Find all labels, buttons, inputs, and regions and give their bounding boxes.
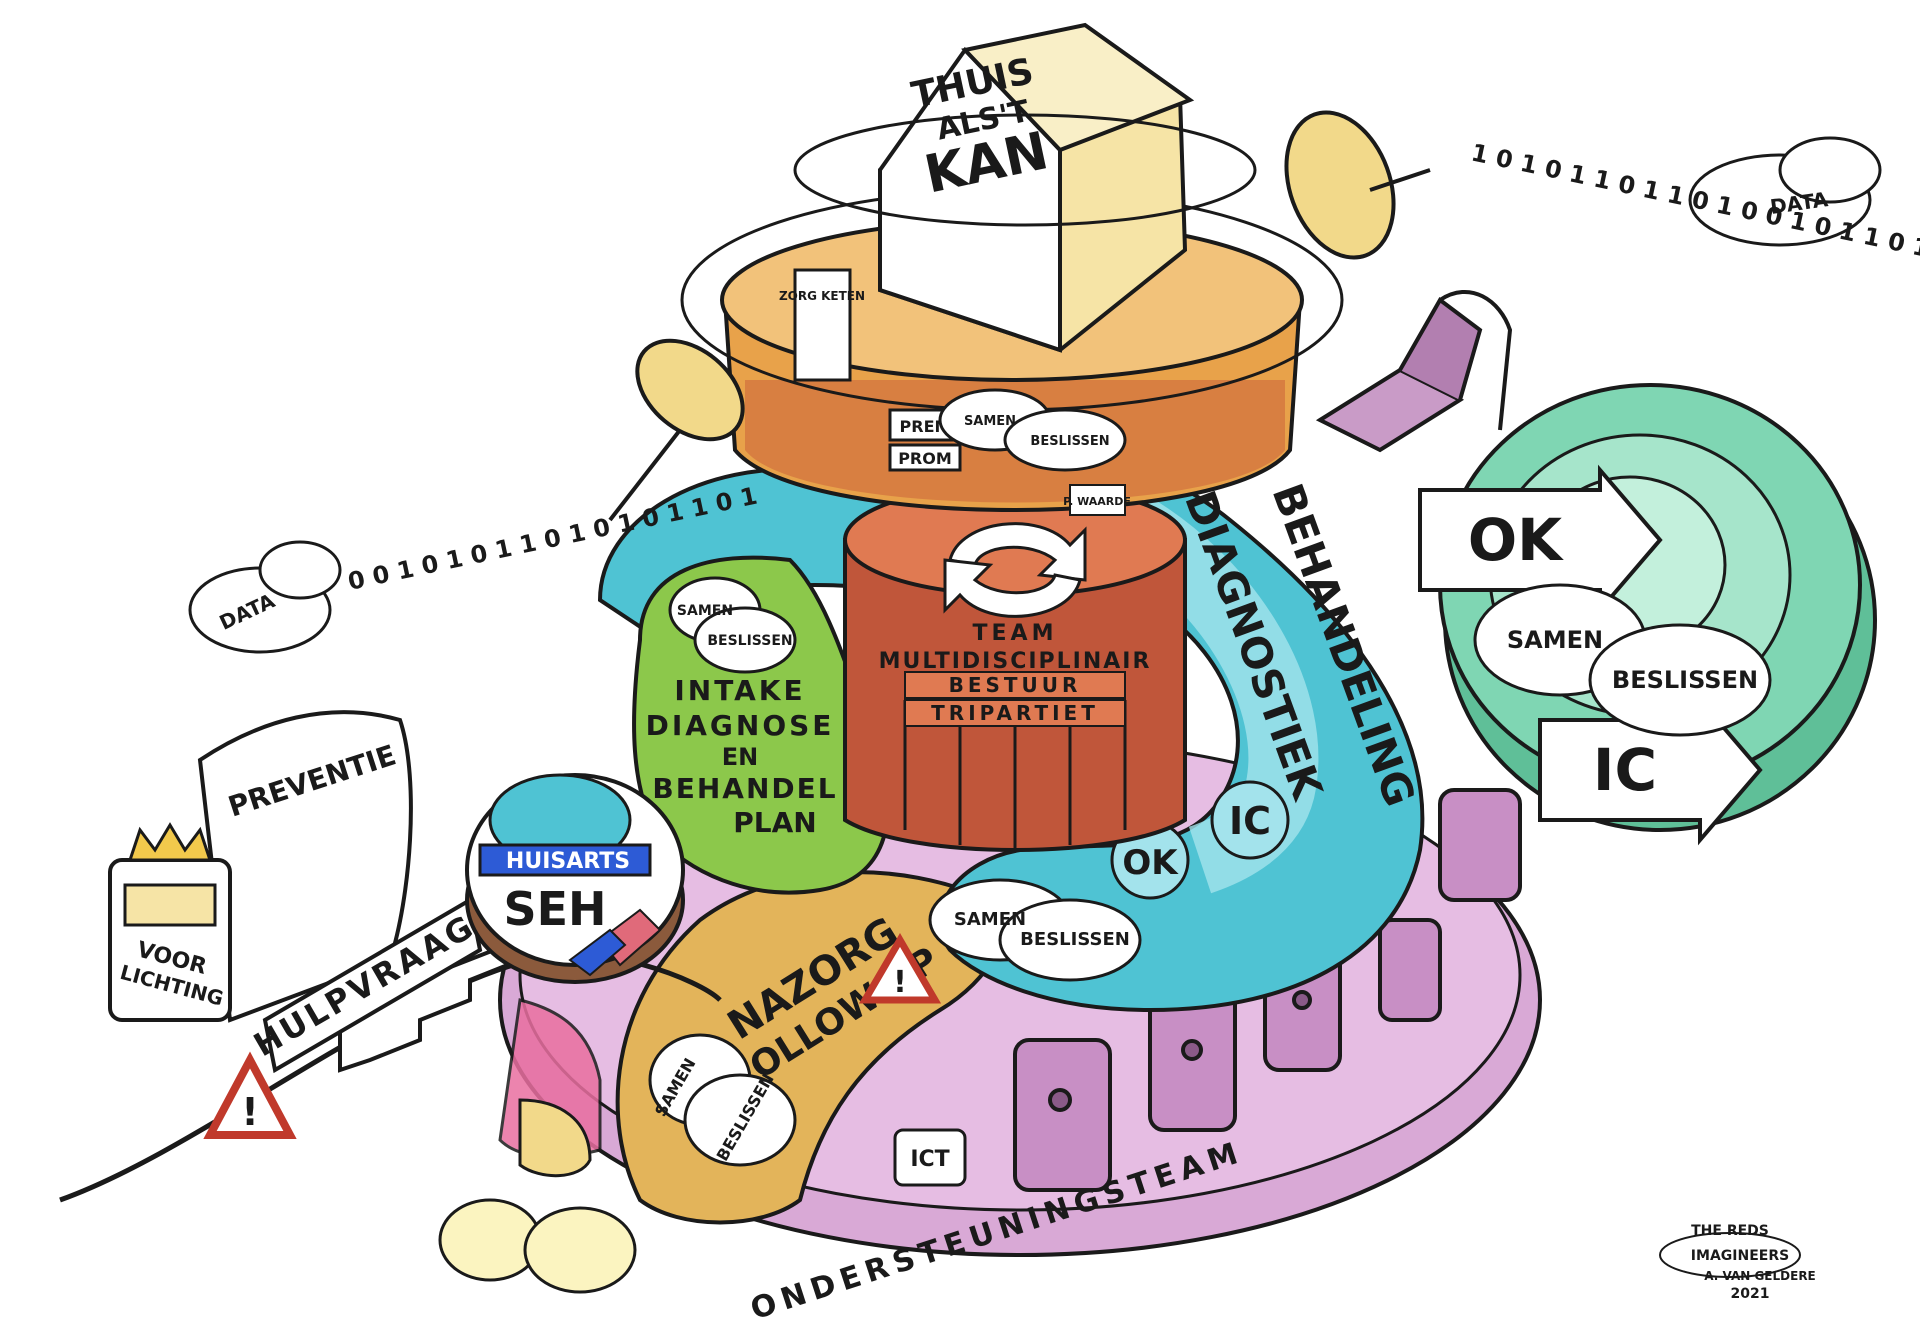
tower-bestuur-label: BESTUUR [949, 673, 1082, 697]
bestuur-band: BESTUUR TRIPARTIET [904, 671, 1126, 727]
huisarts-label: HUISARTS [506, 849, 630, 874]
ict-label: ICT [910, 1147, 949, 1172]
right-beslissen: BESLISSEN [1612, 666, 1758, 694]
teal-ok-label: OK [1122, 843, 1179, 883]
tower-tripartiet-label: TRIPARTIET [931, 701, 1099, 725]
teal-ic-badge: IC [1210, 780, 1290, 860]
top-samen: SAMEN [964, 414, 1016, 429]
intake-line4: BEHANDEL [652, 772, 837, 805]
warning-center-mark: ! [893, 965, 907, 1000]
right-samen: SAMEN [1507, 626, 1603, 654]
nazorg-samen-beslissen: SAMEN BESLISSEN [648, 1033, 797, 1167]
signature-line2: IMAGINEERS [1691, 1248, 1789, 1264]
satellite-dish-right [1284, 110, 1431, 260]
teal-samen: SAMEN [954, 909, 1026, 930]
top-samen-beslissen: SAMEN BESLISSEN [938, 388, 1127, 472]
voorlichting-machine: VOOR LICHTING [108, 822, 232, 1022]
teal-beslissen: BESLISSEN [1020, 929, 1130, 950]
zorgketen-panel: ZORG KETEN [779, 268, 865, 382]
intake-samen: SAMEN [677, 603, 733, 619]
ic-arrow-label: IC [1593, 736, 1657, 804]
data-cloud-left: DATA [188, 540, 342, 654]
tower-team: TEAM [973, 621, 1058, 646]
intake-line1: INTAKE [674, 674, 805, 707]
ambulance-beam [438, 998, 637, 1294]
house [793, 22, 1257, 353]
signature: THE REDS IMAGINEERS A. VAN GELDERE 2021 [1659, 1223, 1816, 1302]
warning-sign-left: ! [203, 1051, 297, 1139]
intake-line5: PLAN [733, 806, 816, 839]
data-cloud-right: DATA [1688, 136, 1882, 247]
tower-multidisciplinair: MULTIDISCIPLINAIR [879, 649, 1152, 674]
intake-samen-beslissen: SAMEN BESLISSEN [668, 576, 797, 674]
intake-line2: DIAGNOSE [646, 709, 835, 742]
warning-left-mark: ! [241, 1090, 258, 1134]
signature-line3: A. VAN GELDERE [1704, 1269, 1816, 1283]
walkway-bridge [1315, 289, 1513, 453]
ok-arrow: OK [1418, 464, 1663, 616]
signature-line1: THE REDS [1691, 1223, 1769, 1239]
intake-beslissen: BESLISSEN [707, 633, 792, 649]
seh-disc: HUISARTS SEH [465, 773, 685, 984]
seh-label: SEH [503, 882, 606, 936]
top-beslissen: BESLISSEN [1030, 434, 1109, 449]
signature-line4: 2021 [1731, 1286, 1770, 1302]
zorgketen-label: ZORG KETEN [779, 289, 865, 303]
intake-line3: EN [722, 743, 758, 771]
right-samen-beslissen: SAMEN BESLISSEN [1473, 583, 1772, 737]
warning-sign-center: ! [858, 933, 942, 1004]
cycle-arrows-icon [943, 522, 1087, 618]
prom-label: PROM [898, 449, 952, 468]
ok-arrow-label: OK [1468, 506, 1564, 574]
ict-desk: ICT [893, 1128, 967, 1187]
preventie-wall [197, 710, 413, 1023]
teal-ic-label: IC [1229, 799, 1271, 843]
waarde-sign: P. WAARDE [1063, 484, 1131, 516]
prem-label: PREM [900, 417, 951, 436]
teal-samen-beslissen: SAMEN BESLISSEN [928, 878, 1142, 982]
satellite-dish-left [608, 338, 745, 522]
waarde-label: P. WAARDE [1063, 495, 1131, 508]
